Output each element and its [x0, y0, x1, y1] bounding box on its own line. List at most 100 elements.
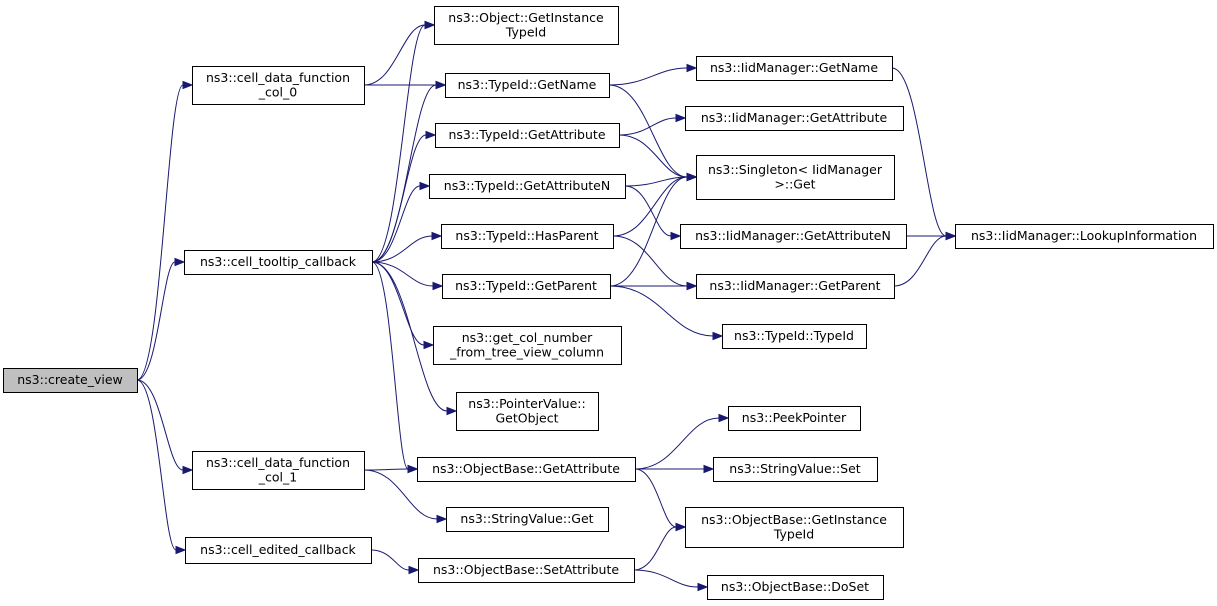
edge-iid_getname-to-iid_lookup — [891, 67, 947, 237]
node-peekpointer[interactable]: ns3::PeekPointer — [728, 406, 861, 431]
edge-col1-to-sv_get — [363, 469, 438, 520]
node-iid-getparent[interactable]: ns3::IidManager::GetParent — [696, 274, 895, 299]
arrowhead-ob_getattr-to-peekpointer — [718, 413, 730, 423]
node-ob-getattr[interactable]: ns3::ObjectBase::GetAttribute — [417, 457, 636, 482]
arrowhead-tooltip-to-tid_getattr — [425, 130, 437, 140]
node-label: ns3::create_view — [17, 372, 123, 387]
edge-tooltip-to-tid_getattr — [371, 134, 427, 263]
arrowhead-tid_getparent-to-tid_typeid — [712, 331, 724, 341]
node-label: ns3::PeekPointer — [742, 410, 847, 425]
node-label: ns3::StringValue::Get — [460, 511, 593, 526]
arrowhead-tooltip-to-tid_getname — [435, 80, 447, 90]
edge-create_view-to-col1 — [136, 379, 184, 471]
edge-ob_setattr-to-ob_doset — [633, 569, 699, 588]
node-box — [441, 224, 614, 249]
node-iid-lookup[interactable]: ns3::IidManager::LookupInformation — [955, 224, 1214, 249]
node-label: ns3::TypeId::GetName — [458, 77, 597, 92]
edge-col0-to-obj_getinst — [363, 24, 426, 86]
node-tid-hasparent[interactable]: ns3::TypeId::HasParent — [441, 224, 614, 249]
node-label: _col_1 — [258, 469, 297, 484]
node-tid-getattr[interactable]: ns3::TypeId::GetAttribute — [435, 123, 620, 148]
edge-tid_getattrn-to-iid_getattrn — [624, 185, 672, 237]
edge-tooltip-to-tid_getparent — [371, 261, 434, 287]
node-box — [417, 457, 636, 482]
node-sv-set[interactable]: ns3::StringValue::Set — [713, 457, 878, 482]
node-getcolnum[interactable]: ns3::get_col_number_from_tree_view_colum… — [433, 326, 622, 365]
node-ob-setattr[interactable]: ns3::ObjectBase::SetAttribute — [418, 558, 635, 583]
arrowhead-tid_getparent-to-iid_getparent — [686, 281, 698, 291]
node-label: ns3::TypeId::GetAttributeN — [444, 178, 610, 193]
node-label: TypeId — [505, 24, 546, 39]
edge-tid_getparent-to-tid_typeid — [609, 285, 714, 337]
arrowhead-tid_getparent-to-singleton — [686, 172, 698, 182]
edge-tid_getattr-to-iid_getattr — [618, 117, 677, 136]
edge-ob_getattr-to-peekpointer — [634, 417, 720, 470]
node-tid-typeid[interactable]: ns3::TypeId::TypeId — [722, 324, 867, 349]
arrowhead-tooltip-to-getcolnum — [423, 340, 435, 350]
node-box — [696, 274, 895, 299]
node-label: ns3::TypeId::HasParent — [455, 228, 598, 243]
edge-tooltip-to-tid_hasparent — [371, 235, 433, 263]
node-tid-getattrn[interactable]: ns3::TypeId::GetAttributeN — [429, 174, 626, 199]
arrowhead-create_view-to-col0 — [182, 80, 194, 90]
node-box — [434, 6, 619, 45]
arrowhead-tid_getattr-to-iid_getattr — [675, 113, 687, 123]
node-ob-doset[interactable]: ns3::ObjectBase::DoSet — [707, 575, 884, 600]
node-label: ns3::cell_data_function — [206, 70, 350, 85]
node-box — [696, 56, 893, 81]
node-box — [192, 451, 365, 490]
node-label: ns3::TypeId::GetAttribute — [448, 127, 605, 142]
arrowhead-tooltip-to-tid_getattrn — [419, 181, 431, 191]
edge-tid_hasparent-to-iid_getparent — [612, 235, 688, 287]
node-box — [435, 123, 620, 148]
node-iid-getname[interactable]: ns3::IidManager::GetName — [696, 56, 893, 81]
edge-ob_getattr-to-ob_getinst — [634, 468, 677, 528]
edge-create_view-to-tooltip — [136, 261, 176, 381]
edge-tid_getname-to-iid_getname — [608, 67, 688, 86]
edge-tooltip-to-tid_getattrn — [371, 185, 421, 263]
node-box — [685, 507, 904, 548]
node-box — [728, 406, 861, 431]
node-label: ns3::ObjectBase::DoSet — [721, 579, 869, 594]
arrowhead-create_view-to-edited — [175, 545, 187, 555]
arrowhead-tid_getname-to-iid_getname — [686, 63, 698, 73]
node-label: _from_tree_view_column — [449, 344, 604, 359]
node-box — [184, 250, 373, 275]
edge-tooltip-to-tid_getname — [371, 84, 437, 263]
arrowhead-tooltip-to-tid_hasparent — [431, 231, 443, 241]
node-box — [696, 155, 895, 200]
node-iid-getattrn[interactable]: ns3::IidManager::GetAttributeN — [680, 224, 907, 249]
node-label: ns3::cell_data_function — [206, 455, 350, 470]
node-box — [433, 326, 622, 365]
nodes-layer: ns3::create_viewns3::cell_data_function_… — [3, 6, 1214, 600]
node-tooltip[interactable]: ns3::cell_tooltip_callback — [184, 250, 373, 275]
node-singleton[interactable]: ns3::Singleton< IidManager>::Get — [696, 155, 895, 200]
node-box — [445, 73, 610, 98]
arrowhead-tooltip-to-tid_getparent — [432, 281, 444, 291]
node-tid-getname[interactable]: ns3::TypeId::GetName — [445, 73, 610, 98]
node-box — [722, 324, 867, 349]
node-col1[interactable]: ns3::cell_data_function_col_1 — [192, 451, 365, 490]
node-sv-get[interactable]: ns3::StringValue::Get — [446, 507, 609, 532]
edge-col1-to-ob_getattr — [363, 468, 409, 471]
node-pv-getobj[interactable]: ns3::PointerValue::GetObject — [456, 392, 599, 431]
node-box — [418, 558, 635, 583]
node-label: ns3::get_col_number — [462, 330, 593, 345]
arrowhead-ob_setattr-to-ob_getinst — [675, 522, 687, 532]
node-col0[interactable]: ns3::cell_data_function_col_0 — [192, 66, 365, 105]
node-create-view[interactable]: ns3::create_view — [3, 368, 138, 393]
edge-create_view-to-edited — [136, 379, 177, 551]
node-label: ns3::IidManager::GetAttribute — [701, 110, 888, 125]
node-label: ns3::IidManager::GetAttributeN — [695, 228, 891, 243]
arrowhead-ob_getattr-to-sv_set — [703, 464, 715, 474]
edge-edited-to-ob_setattr — [370, 549, 410, 571]
node-edited[interactable]: ns3::cell_edited_callback — [185, 537, 372, 564]
node-iid-getattr[interactable]: ns3::IidManager::GetAttribute — [685, 106, 904, 131]
node-box — [429, 174, 626, 199]
node-label: ns3::IidManager::LookupInformation — [971, 228, 1197, 243]
node-tid-getparent[interactable]: ns3::TypeId::GetParent — [442, 274, 611, 299]
edge-tid_getattrn-to-singleton — [624, 176, 688, 187]
